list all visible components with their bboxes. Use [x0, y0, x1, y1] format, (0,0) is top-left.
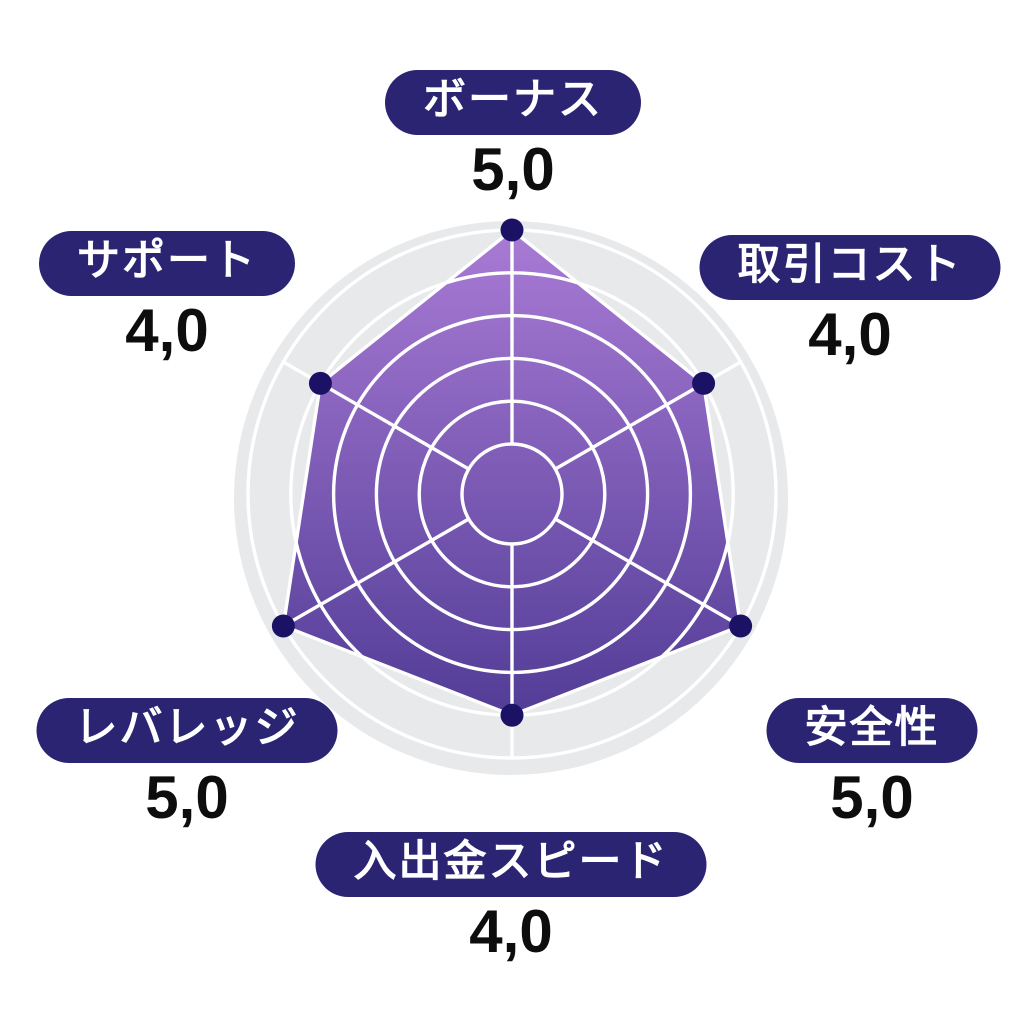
axis-group-bonus: ボーナス 5,0	[385, 70, 641, 203]
axis-value-safety: 5,0	[830, 764, 914, 831]
axis-pill-deposit-speed: 入出金スピード	[315, 832, 707, 897]
axis-group-deposit-speed: 入出金スピード 4,0	[315, 832, 707, 965]
axis-value-deposit-speed: 4,0	[469, 898, 553, 965]
axis-value-leverage: 5,0	[145, 764, 229, 831]
axis-group-trading-cost: 取引コスト 4,0	[699, 235, 1001, 368]
grid-spoke-2	[554, 517, 742, 628]
series-vertex-dot-0	[500, 218, 524, 242]
axis-pill-safety: 安全性	[766, 698, 978, 763]
axis-group-safety: 安全性 5,0	[766, 698, 978, 831]
series-vertex-dot-2	[729, 614, 753, 638]
axis-value-bonus: 5,0	[471, 136, 555, 203]
axis-pill-support: サポート	[39, 231, 295, 296]
axis-value-support: 4,0	[125, 297, 209, 364]
axis-pill-trading-cost: 取引コスト	[699, 235, 1001, 300]
axis-pill-bonus: ボーナス	[385, 70, 641, 135]
axis-group-leverage: レバレッジ 5,0	[36, 698, 338, 831]
series-vertex-dot-5	[308, 371, 332, 395]
series-vertex-dot-3	[500, 703, 524, 727]
series-vertex-dot-1	[692, 371, 716, 395]
axis-value-trading-cost: 4,0	[808, 301, 892, 368]
grid-spoke-4	[282, 517, 470, 628]
series-area	[283, 230, 741, 716]
axis-pill-leverage: レバレッジ	[36, 698, 338, 763]
axis-group-support: サポート 4,0	[39, 231, 295, 364]
series-vertex-dot-4	[271, 614, 295, 638]
